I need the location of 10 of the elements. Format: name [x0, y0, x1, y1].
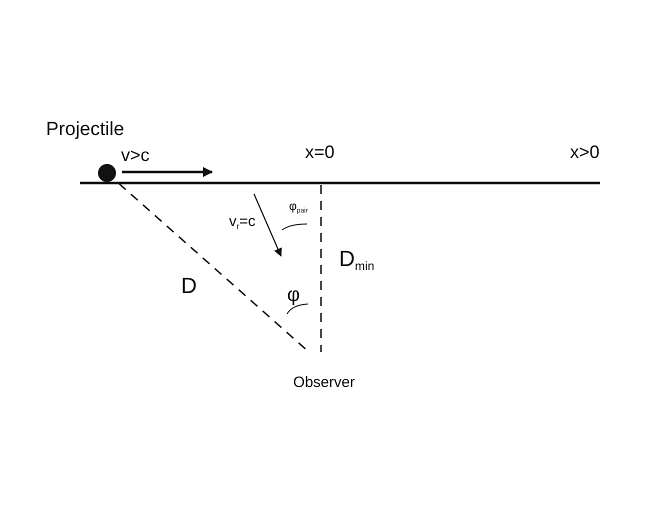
- symbol-label: v>c: [121, 146, 150, 164]
- symbol-label: φ: [287, 285, 300, 305]
- symbol-label: x>0: [570, 143, 600, 161]
- observer-label: Observer: [293, 375, 355, 390]
- projectile-label: Projectile: [46, 120, 124, 139]
- symbol-label: x=0: [305, 143, 335, 161]
- dashed-line: [320, 185, 322, 352]
- edge-label: D$_{min}$: [339, 248, 374, 272]
- symbol-label: φ$_{pair}$: [289, 200, 308, 215]
- symbol-label: v$_{r}$=c: [229, 214, 256, 232]
